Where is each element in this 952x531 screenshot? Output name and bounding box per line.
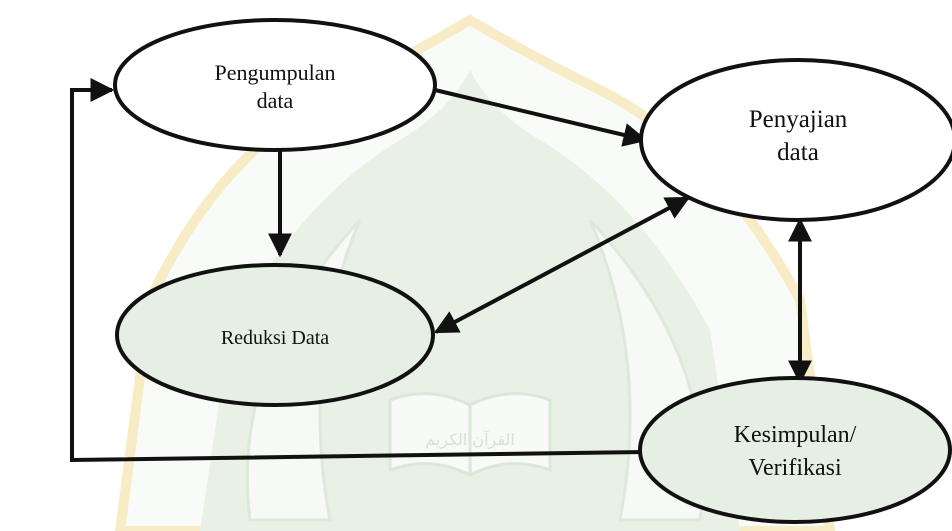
node-penyajian-label-1: Penyajian xyxy=(749,106,848,133)
arrow-penyajian-reduksi xyxy=(433,196,691,334)
node-pengumpulan-data: Pengumpulan data xyxy=(113,18,437,152)
node-penyajian-label-2: data xyxy=(777,139,819,166)
seal-calligraphy: القرآن الكريم xyxy=(425,430,515,450)
node-reduksi-data: Reduksi Data xyxy=(115,263,435,407)
node-pengumpulan-label-1: Pengumpulan xyxy=(215,60,336,85)
node-kesimpulan-label-1: Kesimpulan/ xyxy=(734,422,857,448)
node-kesimpulan-label-2: Verifikasi xyxy=(748,455,842,481)
arrow-pengumpulan-to-penyajian xyxy=(434,88,648,147)
node-kesimpulan-verifikasi: Kesimpulan/ Verifikasi xyxy=(638,376,952,524)
node-penyajian-data: Penyajian data xyxy=(639,58,952,222)
node-pengumpulan-label-2: data xyxy=(257,88,294,113)
feedback-loop-line xyxy=(70,78,646,463)
node-reduksi-label: Reduksi Data xyxy=(221,327,329,349)
